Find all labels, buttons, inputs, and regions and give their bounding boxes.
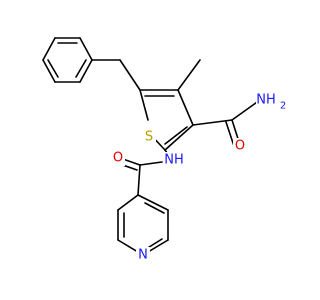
phenyl-ring <box>42 37 93 83</box>
amide-nh-label: NH <box>164 153 184 168</box>
amine-label: NH <box>256 93 276 108</box>
amide-oxygen-right-label: O <box>235 139 245 154</box>
pyridine-nitrogen-label: N <box>138 248 148 263</box>
sulfur-label: S <box>145 130 153 145</box>
carboxamide-group <box>192 99 261 147</box>
amine-subscript-label: 2 <box>280 101 286 112</box>
structure-canvas: S O NH 2 NH O N <box>42 37 286 263</box>
benzyl-ch2-bond-2 <box>119 59 141 91</box>
pyridine-ring <box>117 194 169 256</box>
amide-oxygen-left-label: O <box>113 151 123 166</box>
molecule-diagram: S O NH 2 NH O N <box>42 37 286 263</box>
thiophene-ring <box>139 89 194 151</box>
methyl-bond <box>177 59 201 91</box>
